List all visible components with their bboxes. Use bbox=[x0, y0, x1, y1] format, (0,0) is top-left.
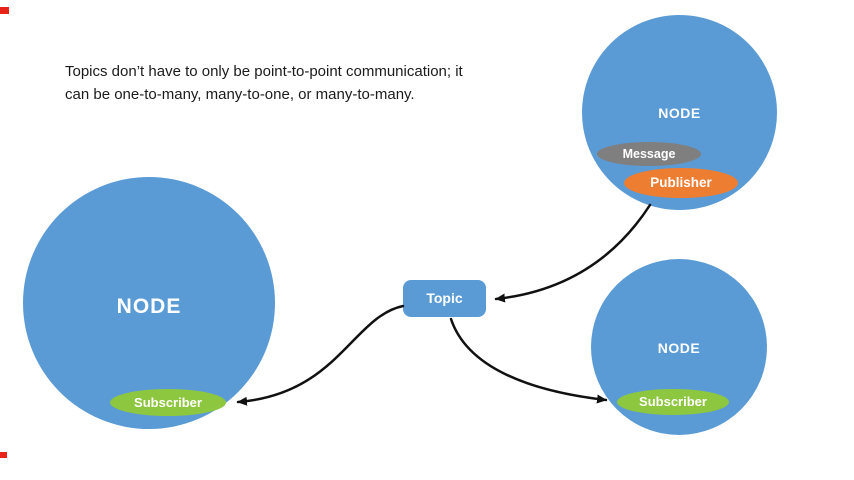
left-subscriber-pill: Subscriber bbox=[110, 389, 226, 416]
bottom-right-subscriber-pill: Subscriber bbox=[617, 389, 729, 415]
red-artifact-top bbox=[0, 7, 9, 14]
red-artifact-bottom bbox=[0, 452, 7, 458]
top-right-node-label: NODE bbox=[658, 105, 701, 121]
arrow-topic-to-bottom-right-subscriber bbox=[449, 317, 608, 404]
left-node-circle bbox=[23, 177, 275, 429]
message-pill: Message bbox=[597, 142, 701, 166]
caption-line-1: Topics don’t have to only be point-to-po… bbox=[65, 63, 463, 80]
topic-box: Topic bbox=[403, 280, 486, 317]
caption-line-2: can be one-to-many, many-to-one, or many… bbox=[65, 86, 415, 103]
publisher-pill: Publisher bbox=[624, 168, 738, 198]
left-node-label: NODE bbox=[116, 295, 182, 318]
caption: Topics don’t have to only be point-to-po… bbox=[65, 60, 495, 106]
bottom-right-node-label: NODE bbox=[657, 340, 701, 356]
